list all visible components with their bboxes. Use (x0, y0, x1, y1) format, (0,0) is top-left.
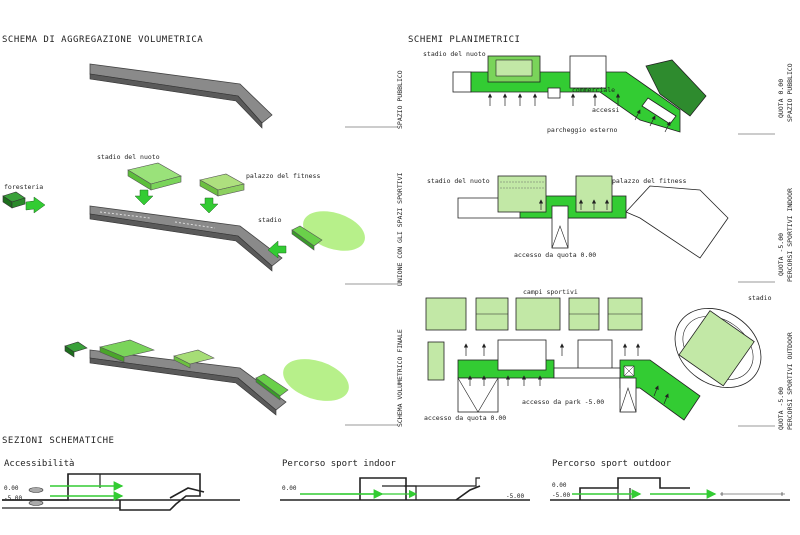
section-outdoor (550, 477, 790, 501)
plan3-label-campi: campi sportivi (523, 288, 578, 296)
label-spazio-pubblico-r: SPAZIO PUBBLICO (786, 63, 794, 122)
plan1-label-stadio-nuoto: stadio del nuoto (423, 50, 486, 58)
plan3-label-accesso-quota: accesso da quota 0.00 (424, 414, 506, 422)
section2-level-500: -5.00 (506, 493, 524, 500)
section3-level-500: -5.00 (552, 492, 570, 499)
section-title-accessibilita: Accessibilità (4, 459, 74, 469)
section3-level-000: 0.00 (552, 482, 567, 489)
label-stadio-vol: stadio (258, 216, 282, 224)
plan3-label-stadio: stadio (748, 294, 772, 302)
label-percorsi-indoor: PERCORSI SPORTIVI INDOOR (786, 188, 794, 282)
volume-final (64, 339, 349, 416)
plan2-label-accesso-quota: accesso da quota 0.00 (514, 251, 596, 259)
label-spazio-pubblico: SPAZIO PUBBLICO (396, 70, 404, 129)
plan-percorsi-indoor (457, 175, 729, 259)
label-schema-finale: SCHEMA VOLUMETRICO FINALE (396, 329, 404, 427)
plan1-label-accessi: accessi (592, 106, 619, 114)
label-quota-500a: QUOTA -5.00 (777, 233, 785, 276)
plan-quota-000 (452, 55, 707, 133)
heading-sections: SEZIONI SCHEMATICHE (2, 436, 114, 446)
label-palazzo-vol: palazzo del fitness (246, 172, 320, 180)
plan3-label-accesso-park: accesso da park -5.00 (522, 398, 604, 406)
plan2-label-stadio-nuoto: stadio del nuoto (427, 177, 490, 185)
plan1-label-commerciale: commerciale (572, 86, 615, 94)
label-quota-000: QUOTA 0.00 (777, 79, 785, 118)
heading-plans: SCHEMI PLANIMETRICI (408, 35, 520, 45)
section2-level-000: 0.00 (282, 485, 297, 492)
plan1-label-parcheggio: parcheggio esterno (547, 126, 618, 134)
volume-public-space (89, 63, 273, 129)
section-indoor (280, 477, 530, 501)
section-accessibilita (2, 473, 240, 511)
section-title-indoor: Percorso sport indoor (282, 459, 396, 469)
label-quota-500b: QUOTA -5.00 (777, 387, 785, 430)
heading-volumetric: SCHEMA DI AGGREGAZIONE VOLUMETRICA (2, 35, 203, 45)
plan2-label-palazzo: palazzo del fitness (612, 177, 686, 185)
label-foresteria: foresteria (4, 183, 43, 191)
label-unione: UNIONE CON GLI SPAZI SPORTIVI (396, 172, 404, 286)
label-percorsi-outdoor: PERCORSI SPORTIVI OUTDOOR (786, 332, 794, 430)
section-title-outdoor: Percorso sport outdoor (552, 459, 672, 469)
section1-level-000: 0.00 (4, 485, 19, 492)
plan-percorsi-outdoor (425, 297, 762, 421)
label-stadio-nuoto-vol: stadio del nuoto (97, 153, 160, 161)
section1-level-500: -5.00 (4, 495, 22, 502)
volume-union (2, 162, 365, 272)
